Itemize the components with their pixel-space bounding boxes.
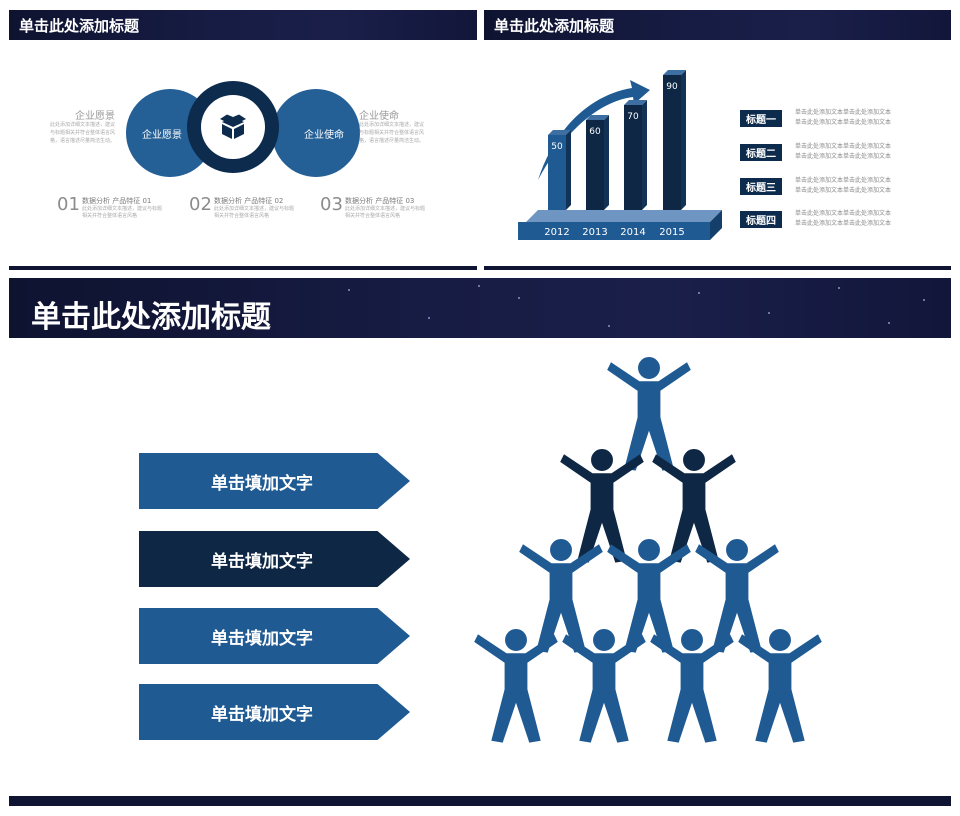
step-title: 数据分析 产品特征 01 [82,197,152,205]
people-pyramid-icon [474,357,822,743]
legend-tag-2: 标题二 [740,144,782,161]
box-icon [220,114,246,139]
person-figure [607,539,691,653]
bar-chart: 50 2012 60 2013 70 2014 90 2015 [518,70,722,240]
step-item: 01 数据分析 产品特征 01 此处添加详细文本描述，建议与标题相关并符合整体语… [57,192,187,232]
legend-text-1: 单击此处添加文本单击此处添加文本 单击此处添加文本单击此处添加文本 [795,108,891,128]
legend-line: 单击此处添加文本单击此处添加文本 [795,119,892,126]
step-title: 数据分析 产品特征 03 [345,197,415,205]
label-arrow-2: 单击填加文字 [139,531,410,587]
step-text: 此处添加详细文本描述，建议与标题相关并符合整体语言风格 [214,206,295,219]
step-number: 01 [57,194,80,215]
person-figure [560,449,644,563]
slide-growth-chart[interactable]: 单击此处添加标题 50 2012 60 2013 70 2014 90 2015 标题一 单击… [484,10,951,270]
legend-line: 单击此处添加文本单击此处添加文本 [795,109,892,116]
slide-title: 单击此处添加标题 [494,17,615,35]
data-label: 60 [589,127,601,137]
slide-title: 单击此处添加标题 [19,17,140,35]
legend-text-4: 单击此处添加文本单击此处添加文本 单击此处添加文本单击此处添加文本 [795,209,891,229]
step-item: 03 数据分析 产品特征 03 此处添加详细文本描述，建议与标题相关并符合整体语… [320,192,450,232]
person-figure [474,629,558,743]
slide-team-pyramid[interactable]: 单击此处添加标题 单击填加文字 单击填加文字 单击填加文字 单击填加文字 [9,278,951,806]
data-label: 50 [551,142,563,152]
slide-title: 单击此处添加标题 [31,300,271,335]
step-text: 此处添加详细文本描述，建议与标题相关并符合整体语言风格 [345,206,426,219]
mission-circle: 企业使命 [272,89,360,177]
chart-platform-front [518,222,710,240]
slide-bottom-bar [9,796,951,806]
legend-line: 单击此处添加文本单击此处添加文本 [795,187,892,194]
tick-label: 2012 [544,227,569,238]
person-figure [695,539,779,653]
mission-text: 此处添加详细文本描述，建议与标题相关并符合整体语言风格，语言描述尽量简洁生动。 [359,122,425,144]
legend-tag-3: 标题三 [740,178,782,195]
label-arrow-1: 单击填加文字 [139,453,410,509]
chart-bar-top [548,130,571,135]
data-label: 90 [666,82,678,92]
chart-bar [624,105,642,210]
chart-bar-side [681,70,686,210]
mission-circle-label: 企业使命 [304,129,344,141]
chart-bar-top [624,100,647,105]
legend-line: 单击此处添加文本单击此处添加文本 [795,220,892,227]
legend-text-2: 单击此处添加文本单击此处添加文本 单击此处添加文本单击此处添加文本 [795,142,891,162]
legend-tag-1: 标题一 [740,110,782,127]
chart-bar-side [566,130,571,210]
chart-platform-top [526,210,722,222]
chart-bar [586,120,604,210]
label-arrow-4: 单击填加文字 [139,684,410,740]
person-figure [519,539,603,653]
chart-bar [548,135,566,210]
slide-vision-mission[interactable]: 单击此处添加标题 企业愿景 此处添加详细文本描述，建议与标题相关并符合整体语言风… [9,10,477,270]
legend-text-3: 单击此处添加文本单击此处添加文本 单击此处添加文本单击此处添加文本 [795,176,891,196]
growth-arrow-icon [538,80,650,180]
vision-circle-label: 企业愿景 [142,129,182,141]
step-item: 02 数据分析 产品特征 02 此处添加详细文本描述，建议与标题相关并符合整体语… [189,192,319,232]
chart-bar-top [663,70,686,75]
legend-line: 单击此处添加文本单击此处添加文本 [795,143,892,150]
slide-bottom-bar [484,266,951,270]
slide-bottom-bar [9,266,477,270]
slide-header: 单击此处添加标题 [484,10,951,40]
slide-header: 单击此处添加标题 [9,278,951,338]
tick-label: 2015 [659,227,684,238]
label-arrow-3: 单击填加文字 [139,608,410,664]
data-label: 70 [627,112,639,122]
person-figure [652,449,736,563]
step-title: 数据分析 产品特征 02 [214,197,284,205]
mission-title: 企业使命 [359,111,399,122]
chart-bar-side [604,115,609,210]
chart-bar-side [642,100,647,210]
slide-header: 单击此处添加标题 [9,10,477,40]
step-number: 03 [320,194,343,215]
vision-title: 企业愿景 [75,111,115,122]
step-text: 此处添加详细文本描述，建议与标题相关并符合整体语言风格 [82,206,163,219]
chart-bar-top [586,115,609,120]
chart-bar [663,75,681,210]
step-number: 02 [189,194,212,215]
legend-line: 单击此处添加文本单击此处添加文本 [795,153,892,160]
person-figure [562,629,646,743]
legend-tag-4: 标题四 [740,211,782,228]
tick-label: 2014 [620,227,645,238]
starfield-decoration [348,285,925,327]
tick-label: 2013 [582,227,607,238]
vision-text: 此处添加详细文本描述，建议与标题相关并符合整体语言风格，语言描述尽量简洁生动。 [49,122,115,144]
legend-line: 单击此处添加文本单击此处添加文本 [795,177,892,184]
person-figure [650,629,734,743]
person-figure [738,629,822,743]
legend-line: 单击此处添加文本单击此处添加文本 [795,210,892,217]
person-figure [607,357,691,471]
chart-platform-side [710,210,722,240]
